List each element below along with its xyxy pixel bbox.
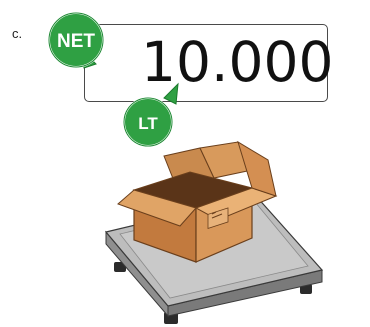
net-badge: NET — [49, 13, 103, 68]
display-value: 10.000 — [141, 22, 333, 102]
lt-label: LT — [138, 114, 158, 133]
net-label: NET — [57, 31, 95, 52]
